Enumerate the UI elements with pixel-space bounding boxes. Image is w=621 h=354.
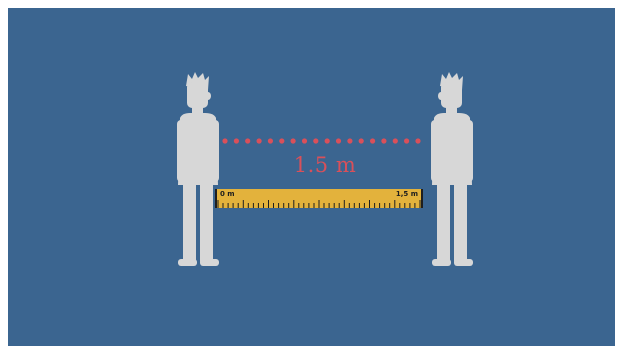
distance-dot [302,138,307,143]
distance-dot [257,138,262,143]
distance-label: 1.5 m [290,153,360,177]
distance-dot [268,138,273,143]
distance-dot [313,138,318,143]
distance-dot [291,138,296,143]
distance-dot [336,138,341,143]
distance-dot [359,138,364,143]
distance-dot [381,138,386,143]
distance-dot [347,138,352,143]
distance-dot [404,138,409,143]
distance-dot [279,138,284,143]
distance-dot [393,138,398,143]
distance-dot [325,138,330,143]
distance-dot [245,138,250,143]
ruler-ticks [217,189,421,208]
measuring-ruler: 0 m 1,5 m [215,189,423,208]
distance-dot [234,138,239,143]
distance-dot [370,138,375,143]
distance-dot [222,138,227,143]
distance-dot [415,138,420,143]
